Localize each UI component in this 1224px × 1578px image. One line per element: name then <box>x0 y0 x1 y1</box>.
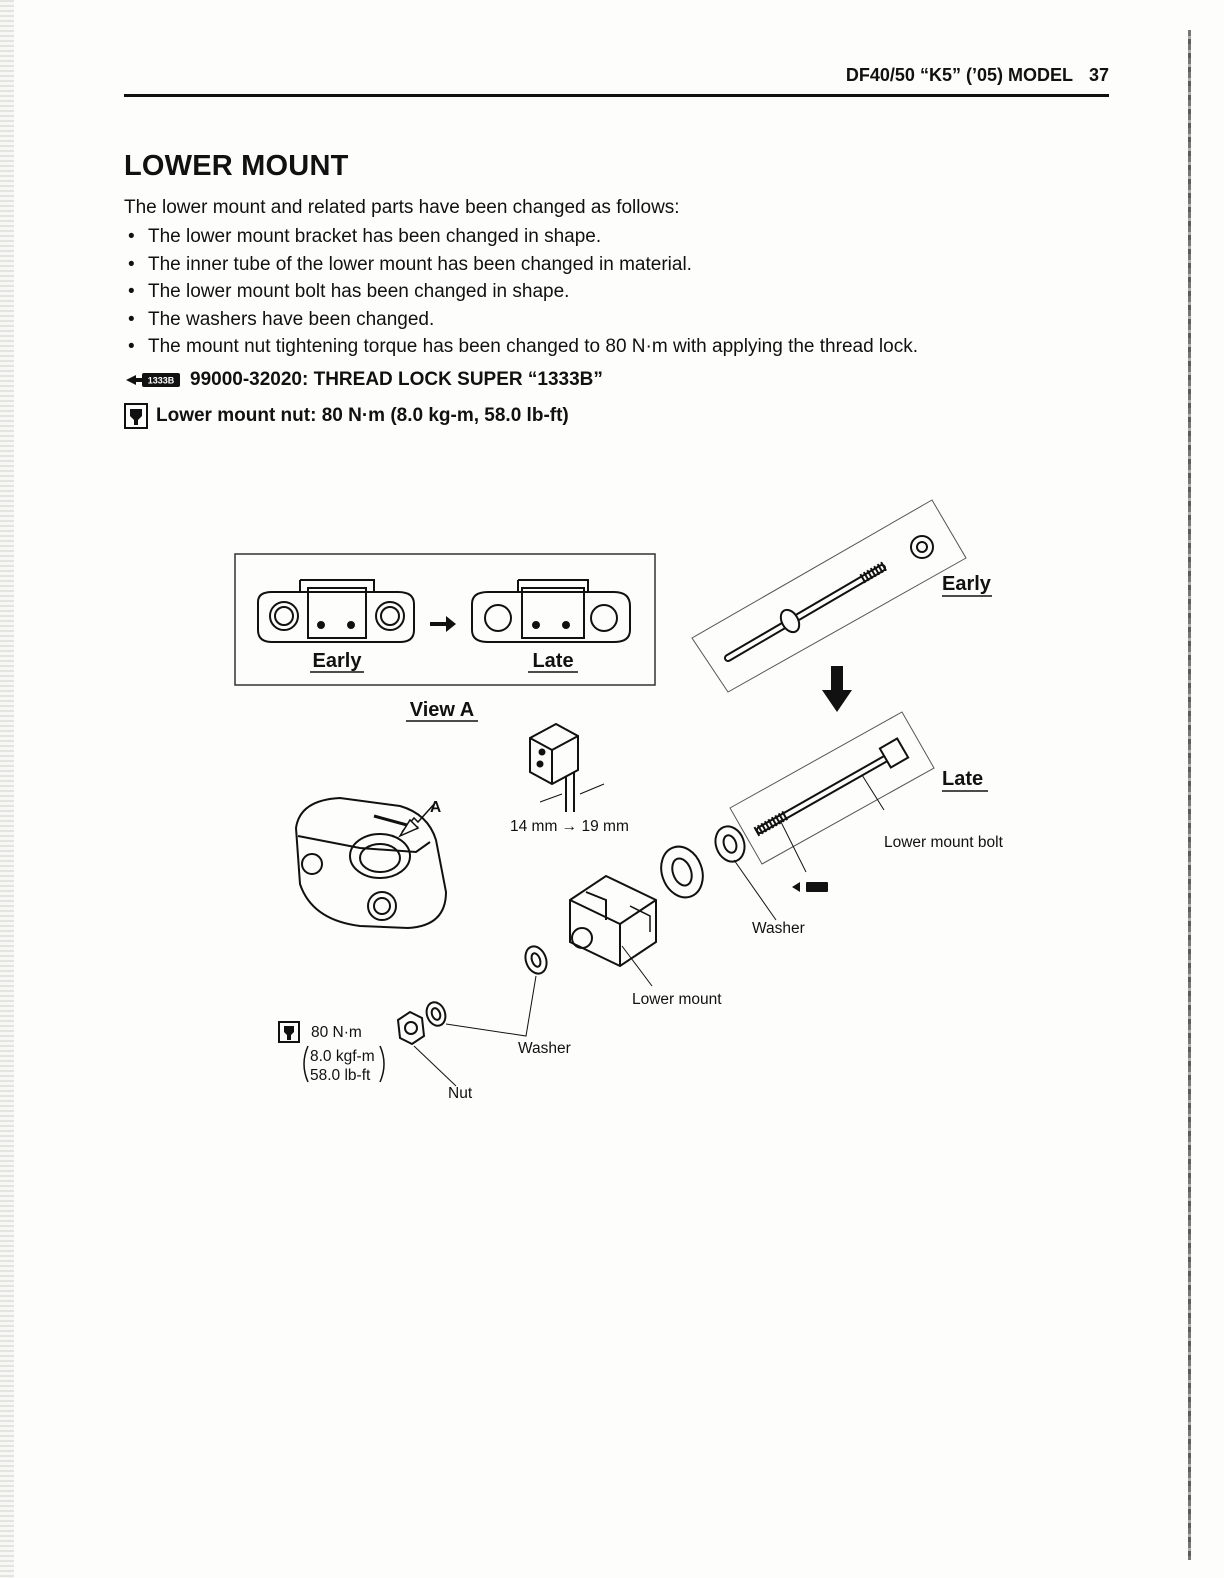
washer-top-illustration <box>714 825 746 863</box>
thread-lock-spec: 1333B 99000-32020: THREAD LOCK SUPER “13… <box>124 368 603 392</box>
page-header: DF40/50 “K5” (’05) MODEL 37 <box>124 62 1109 97</box>
arrow-down-icon <box>822 666 852 712</box>
lower-mount-bracket-illustration <box>294 796 448 930</box>
washer-bottom-illustration <box>524 945 548 975</box>
callout-lower-mount: Lower mount <box>632 991 722 1008</box>
dimension-label: 14 mm → 19 mm <box>510 818 629 835</box>
callout-lower-mount-bolt: Lower mount bolt <box>884 834 1004 851</box>
washer-large-illustration <box>660 845 704 899</box>
thread-lock-text: 99000-32020: THREAD LOCK SUPER “1333B” <box>190 369 603 390</box>
scan-edge-right <box>1188 30 1191 1560</box>
list-item: The washers have been changed. <box>128 306 918 334</box>
callout-nut: Nut <box>448 1085 473 1102</box>
late-bracket-illustration <box>471 579 631 643</box>
torque-note-lbft: 58.0 lb-ft <box>310 1067 371 1084</box>
page-number: 37 <box>1088 65 1109 85</box>
inner-tube-illustration <box>529 722 605 812</box>
list-item: The mount nut tightening torque has been… <box>128 333 918 361</box>
scan-edge-left <box>0 0 14 1578</box>
thread-lock-icon-text: 1333B <box>148 376 175 386</box>
torque-note: 80 N·m 8.0 kgf-m 58.0 lb-ft <box>278 1021 385 1084</box>
small-washer-illustration <box>425 1001 447 1027</box>
torque-spec-text: Lower mount nut: 80 N·m (8.0 kg-m, 58.0 … <box>156 405 569 426</box>
early-bracket-illustration <box>257 579 415 643</box>
list-item: The inner tube of the lower mount has be… <box>128 251 918 279</box>
bolt-early-label: Early <box>942 573 992 595</box>
bolt-late-label: Late <box>942 768 983 790</box>
section-title: LOWER MOUNT <box>124 150 349 182</box>
lower-mount-illustration <box>569 874 657 968</box>
view-a-caption: View A <box>410 699 474 721</box>
change-list: The lower mount bracket has been changed… <box>128 223 918 361</box>
exploded-diagram: Early Late View A Early Late Lower mount… <box>234 499 1004 1102</box>
arrow-right-icon <box>430 616 456 632</box>
callout-washer-bottom: Washer <box>518 1040 571 1057</box>
nut-illustration <box>396 1010 426 1046</box>
list-item: The lower mount bolt has been changed in… <box>128 278 918 306</box>
torque-spec: Lower mount nut: 80 N·m (8.0 kg-m, 58.0 … <box>124 403 569 429</box>
torque-wrench-icon <box>124 403 148 429</box>
view-a-early-label: Early <box>313 650 363 672</box>
early-bolt-illustration <box>691 499 967 693</box>
late-bolt-illustration <box>729 711 935 892</box>
intro-text: The lower mount and related parts have b… <box>124 197 680 218</box>
callout-washer-top: Washer <box>752 920 805 937</box>
view-a-late-label: Late <box>532 650 573 672</box>
pointer-a-label: A <box>430 799 441 816</box>
thread-lock-icon: 1333B <box>126 373 180 387</box>
list-item: The lower mount bracket has been changed… <box>128 223 918 251</box>
torque-note-kgf: 8.0 kgf-m <box>310 1048 375 1065</box>
header-model: DF40/50 “K5” (’05) MODEL <box>845 65 1073 85</box>
view-a-panel: Early Late <box>234 553 656 686</box>
torque-note-value: 80 N·m <box>311 1024 362 1041</box>
